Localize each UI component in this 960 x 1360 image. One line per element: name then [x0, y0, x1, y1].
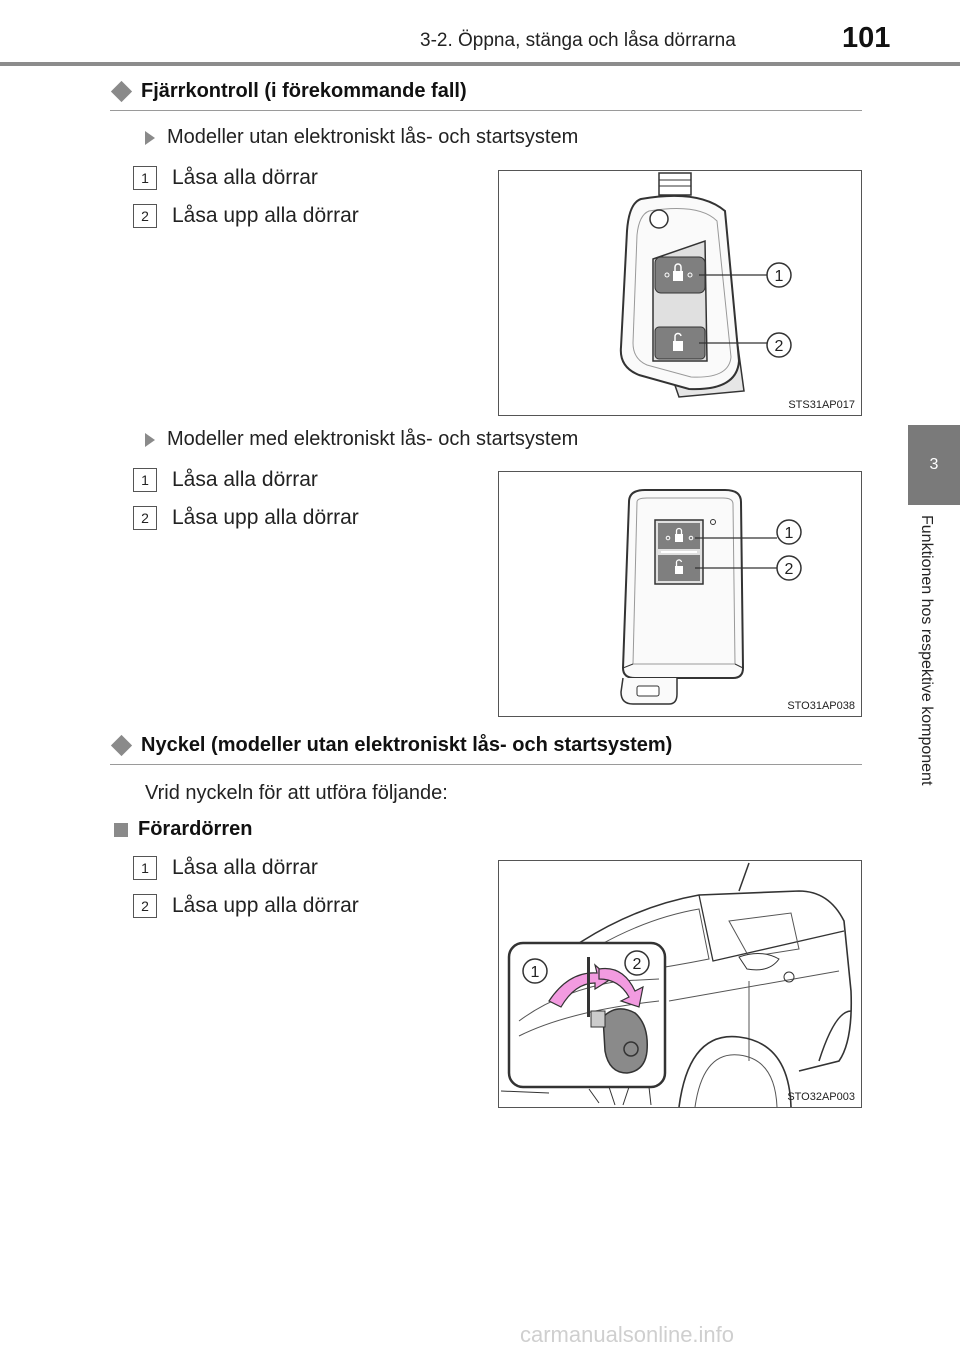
- figure-code: STO31AP038: [787, 700, 855, 712]
- flip-remote-illustration: 1 2: [619, 172, 792, 398]
- callout-2: 2: [775, 338, 784, 355]
- chapter-side-text: Funktionen hos respektive komponent: [918, 515, 935, 786]
- callout-1: 1: [531, 964, 540, 981]
- callout-1: 1: [775, 268, 784, 285]
- item-number: 2: [133, 204, 157, 228]
- section-heading-remote: Fjärrkontroll (i förekommande fall): [110, 80, 467, 103]
- figure-flip-remote: 1 2 STS31AP017: [498, 170, 862, 416]
- square-bullet-icon: [114, 822, 128, 837]
- list-item: 2 Låsa upp alla dörrar: [133, 894, 359, 918]
- section-heading-key: Nyckel (modeller utan elektroniskt lås- …: [110, 734, 672, 757]
- section-heading-key-text: Nyckel (modeller utan elektroniskt lås- …: [141, 734, 673, 756]
- chapter-tab: 3: [908, 425, 960, 505]
- header-title: 3-2. Öppna, stänga och låsa dörrarna: [420, 30, 736, 51]
- section-rule: [110, 764, 862, 765]
- item-text: Låsa alla dörrar: [172, 166, 318, 189]
- list-item: 2 Låsa upp alla dörrar: [133, 506, 359, 530]
- callout-2: 2: [633, 956, 642, 973]
- section-rule: [110, 110, 862, 111]
- item-number: 1: [133, 856, 157, 880]
- diamond-icon: [110, 80, 133, 103]
- figure-code: STO32AP003: [787, 1091, 855, 1103]
- list-item: 1 Låsa alla dörrar: [133, 468, 318, 492]
- item-text: Låsa upp alla dörrar: [172, 506, 359, 529]
- list-item: 2 Låsa upp alla dörrar: [133, 204, 359, 228]
- triangle-bullet-icon: [145, 130, 155, 145]
- diamond-icon: [110, 734, 133, 757]
- triangle-bullet-icon: [145, 432, 155, 447]
- door-key-illustration: 1 2: [500, 862, 853, 1108]
- smart-key-illustration: 1 2: [620, 489, 802, 705]
- list-item: 1 Låsa alla dörrar: [133, 166, 318, 190]
- figure-smart-key: 1 2 STO31AP038: [498, 471, 862, 717]
- chapter-side-label: Funktionen hos respektive komponent: [905, 515, 945, 875]
- item-number: 1: [133, 468, 157, 492]
- subsection-with-smart-key: Modeller med elektroniskt lås- och start…: [145, 428, 578, 451]
- intro-text: Vrid nyckeln för att utföra följande:: [145, 782, 448, 804]
- callout-2: 2: [785, 561, 794, 578]
- item-text: Låsa alla dörrar: [172, 856, 318, 879]
- list-item: 1 Låsa alla dörrar: [133, 856, 318, 880]
- item-number: 2: [133, 506, 157, 530]
- watermark: carmanualsonline.info: [520, 1322, 735, 1347]
- chapter-number: 3: [929, 456, 939, 473]
- figure-code: STS31AP017: [788, 399, 855, 411]
- subsection-title: Modeller utan elektroniskt lås- och star…: [167, 126, 579, 148]
- figure-door-key: 1 2 STO32AP003: [498, 860, 862, 1108]
- page-number: 101: [842, 22, 891, 54]
- item-text: Låsa upp alla dörrar: [172, 894, 359, 917]
- subsection-without-smart-key: Modeller utan elektroniskt lås- och star…: [145, 126, 578, 149]
- subhead-drivers-door: Förardörren: [110, 818, 252, 841]
- subsection-title: Modeller med elektroniskt lås- och start…: [167, 428, 579, 450]
- item-text: Låsa upp alla dörrar: [172, 204, 359, 227]
- callout-1: 1: [785, 525, 794, 542]
- subhead-text: Förardörren: [138, 818, 253, 840]
- section-heading-remote-text: Fjärrkontroll (i förekommande fall): [141, 80, 467, 102]
- item-number: 1: [133, 166, 157, 190]
- header-rule: [0, 62, 960, 66]
- item-text: Låsa alla dörrar: [172, 468, 318, 491]
- item-number: 2: [133, 894, 157, 918]
